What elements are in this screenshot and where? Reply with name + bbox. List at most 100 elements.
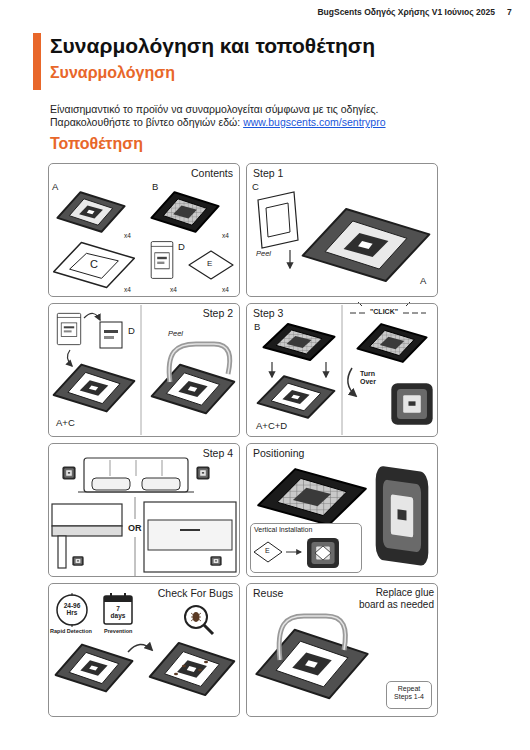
quantity: x4 (222, 232, 229, 239)
action-word: Peel (256, 250, 271, 259)
step2-illustration (104, 330, 118, 333)
action-word: Turn Over (360, 370, 386, 386)
icon-caption: Prevention (104, 628, 132, 634)
step1-illustration (258, 192, 429, 281)
note-text: Replace glue board as needed (354, 587, 434, 610)
step2-illustration (57, 313, 80, 344)
contents-illustration (151, 242, 173, 279)
check-illustration (204, 625, 213, 634)
step4-illustration (62, 466, 75, 479)
check-illustration (104, 596, 132, 602)
step3-illustration (258, 302, 433, 435)
part-letter: C (90, 258, 98, 271)
panel-heading: Step 4 (49, 444, 239, 462)
reuse-illustration (279, 616, 345, 660)
assembly-label: A+C (56, 418, 75, 429)
step4-illustration (92, 478, 130, 490)
check-illustration (128, 644, 152, 652)
accent-bar (33, 33, 41, 90)
positioning-illustration (250, 523, 362, 573)
repeat-text: Repeat Steps 1-4 (387, 682, 431, 704)
section-subtitle: Συναρμολόγηση (50, 64, 175, 82)
check-illustration (56, 593, 235, 695)
icon-caption: Rapid Detection (50, 628, 92, 634)
step4-illustration (52, 504, 122, 526)
body-text: Παρακολουθήστε το βίντεο οδηγιών εδώ: (50, 116, 240, 128)
step1-illustration (289, 250, 290, 268)
step-panel: PositioningVertical Installation (246, 443, 438, 577)
step2-illustration (100, 322, 122, 348)
positioning-illustration (250, 465, 428, 573)
part-letter: E (207, 259, 212, 268)
step3-illustration (357, 324, 426, 362)
part-letter: B (152, 182, 158, 193)
part-letter: C (252, 182, 259, 193)
reuse-illustration (256, 616, 367, 698)
step4-illustration (180, 529, 200, 531)
positioning-illustration (286, 552, 301, 553)
contents-illustration (57, 192, 124, 232)
contents-illustration (151, 192, 218, 232)
step-panel: Contents (48, 163, 240, 297)
step3-illustration (342, 305, 343, 435)
step4-illustration (78, 491, 194, 492)
repeat-box: Repeat Steps 1-4 (386, 681, 432, 709)
panel-heading: Positioning (247, 444, 437, 462)
step1-illustration (266, 203, 290, 237)
step4-illustration (72, 556, 83, 565)
step2-illustration (141, 305, 142, 435)
check-illustration (182, 665, 186, 668)
part-letter: A (420, 276, 426, 287)
video-link: www.bugscents.com/sentrypro (243, 116, 385, 128)
step2-illustration (169, 344, 230, 382)
step2-illustration (54, 365, 135, 412)
step3-illustration (325, 362, 326, 377)
step4-illustration (148, 520, 232, 550)
step4-illustration (52, 458, 236, 577)
check-illustration (185, 606, 207, 628)
positioning-illustration (307, 538, 339, 568)
contents-illustration (54, 243, 135, 288)
quantity: x4 (222, 286, 229, 293)
check-illustration (191, 613, 201, 621)
positioning-illustration (254, 542, 282, 562)
contents-illustration (189, 251, 233, 279)
step4-illustration (196, 466, 209, 479)
step4-illustration (144, 502, 236, 572)
step-panel: Step 2 (48, 303, 240, 437)
quantity: x4 (124, 232, 131, 239)
step-panel: Step 4 (48, 443, 240, 577)
step4-illustration (110, 460, 162, 476)
step2-illustration (152, 365, 235, 414)
step3-illustration (391, 383, 432, 424)
step-panel: Step 3 (246, 303, 438, 437)
step1-illustration (303, 209, 430, 281)
action-word: Peel (168, 330, 183, 339)
check-illustration (204, 661, 208, 664)
step3-illustration (258, 376, 335, 417)
icon-text: 7 days (109, 605, 127, 620)
check-illustration (198, 669, 202, 672)
panel-heading: Step 2 (49, 304, 239, 322)
step-panel: Step 1 (246, 163, 438, 297)
reuse-illustration (256, 630, 367, 698)
panel-heading: Check For Bugs (49, 584, 239, 602)
step2-illustration (67, 350, 72, 366)
sound-word: "CLICK" (370, 308, 398, 316)
inset-heading: Vertical Installation (251, 524, 361, 536)
page-title: Συναρμολόγηση και τοποθέτηση (50, 34, 375, 58)
positioning-illustration (315, 546, 331, 560)
check-illustration (57, 595, 87, 625)
step2-illustration (104, 336, 114, 339)
step2-illustration (54, 305, 235, 435)
step3-illustration (271, 362, 272, 377)
assembly-label: A+C+D (256, 421, 287, 432)
check-illustration (104, 596, 132, 624)
panel-heading: Contents (49, 164, 239, 182)
step2-illustration (169, 344, 230, 382)
panel-heading: Step 1 (247, 164, 437, 182)
running-header: BugScents Οδηγός Χρήσης V1 Ιούνιος 2025 (317, 8, 495, 18)
part-letter: B (254, 322, 260, 333)
panel-heading: Step 3 (247, 304, 437, 322)
